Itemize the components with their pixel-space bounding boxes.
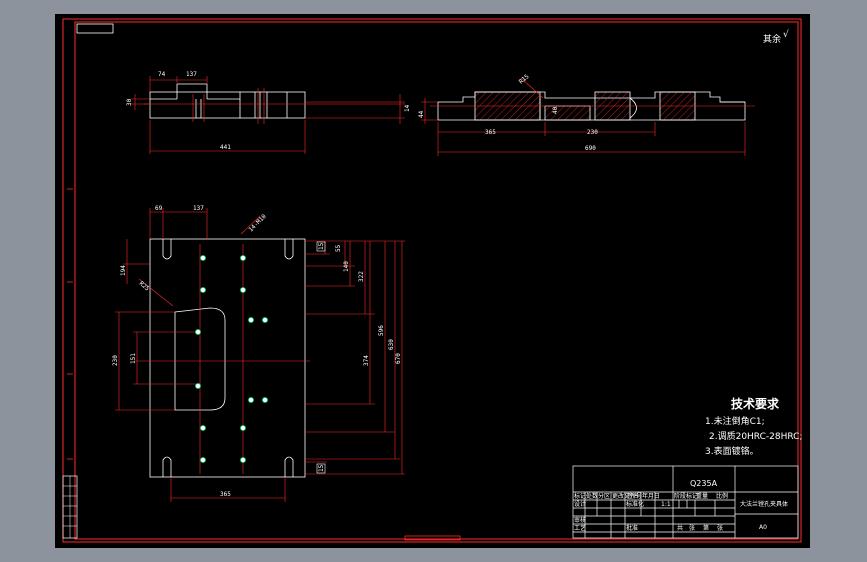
tb-label-change-doc: 更改文件号 [612,492,642,500]
tb-label-review: 审核 [574,516,586,524]
scale-label: 1:1 [661,501,671,508]
tech-requirement-2: 2.调质20HRC-28HRC; [709,430,803,442]
tech-requirement-3: 3.表面镀铬。 [705,445,759,457]
tb-label-date: 年月日 [642,492,660,500]
sheet-outer-border [62,18,802,543]
dim-194: 194 [120,265,127,276]
tech-requirement-1: 1.未注倒角C1; [705,415,765,427]
section-view[interactable]: R15 44 40 365 230 690 [418,73,755,156]
cad-viewport[interactable]: 其余 √ [55,14,810,548]
dim-374: 374 [363,355,370,366]
roughness-symbol-icon: √ [783,29,789,40]
hole-pattern [195,255,268,463]
part-name-label: 大法兰镗孔夹具体 [740,500,788,508]
tb-label-stage: 阶段标记 [674,492,698,500]
dim-40: 40 [552,106,559,114]
hole-note-label: 14-M10 [247,213,268,234]
sheet-size-label: A0 [759,524,767,531]
dim-630: 630 [388,339,395,350]
dim-r15: R15 [518,73,531,86]
tb-label-total: 共 [677,524,683,532]
tb-label-sign: 签名 [627,492,639,500]
drawing-canvas: 其余 √ [62,18,803,543]
dim-30: 30 [126,98,133,106]
dim-230: 230 [587,129,598,136]
tb-label-sheets-a: 张 [689,524,695,532]
frame-left-ticks [67,188,73,460]
front-view[interactable]: 74 137 30 441 14 [126,71,411,154]
dim-74: 74 [158,71,166,78]
dim-r25: R25 [138,280,151,293]
dim-365: 365 [485,129,496,136]
dim-55: 55 [335,244,342,252]
material-label: Q235A [690,479,718,488]
dim-441: 441 [220,144,231,151]
dim-69: 69 [155,205,163,212]
dim-14: 14 [404,104,411,112]
tb-label-approve: 批准 [626,524,638,532]
dim-596: 596 [378,325,385,336]
dim-151: 151 [130,353,137,364]
tb-label-mark: 标记 [574,492,586,500]
corner-roughness-label: 其余 [763,33,781,45]
tb-label-standard: 标准化 [626,500,644,508]
sheet-inner-border [74,21,799,540]
dim-140: 140 [343,261,350,272]
tb-label-ratio: 比例 [716,492,728,500]
dim-15b: 15 [318,464,325,472]
dim-44: 44 [418,110,425,118]
tech-requirements[interactable]: 技术要求 1.未注倒角C1; 2.调质20HRC-28HRC; 3.表面镀铬。 [705,396,803,457]
tb-label-process: 工艺 [574,524,586,532]
tb-label-design: 设计 [574,500,586,508]
title-block[interactable]: Q235A 大法兰镗孔夹具体 A0 1:1 标记 处数 分区 更改文件号 签名 … [572,465,799,539]
plan-view[interactable]: 69 137 14-M10 R25 194 15 55 140 322 596 … [112,205,405,502]
dim-137: 137 [186,71,197,78]
tech-requirements-title: 技术要求 [731,396,780,411]
sheet-label-box [76,23,114,34]
dim-670: 670 [395,353,402,364]
tb-label-count: 处数 [586,492,598,500]
dim-15a: 15 [318,242,325,250]
tb-label-no: 第 [703,524,709,532]
revision-column [62,475,78,539]
tb-label-zone: 分区 [598,492,610,500]
tb-label-sheets-b: 张 [717,524,723,532]
dim-137-plan: 137 [193,205,204,212]
dim-365-plan: 365 [220,491,231,498]
tb-label-weight: 重量 [696,492,708,500]
sheet-bottom-mark [404,535,461,541]
dim-690: 690 [585,145,596,152]
dim-322: 322 [358,271,365,282]
dim-230-plan: 230 [112,355,119,366]
